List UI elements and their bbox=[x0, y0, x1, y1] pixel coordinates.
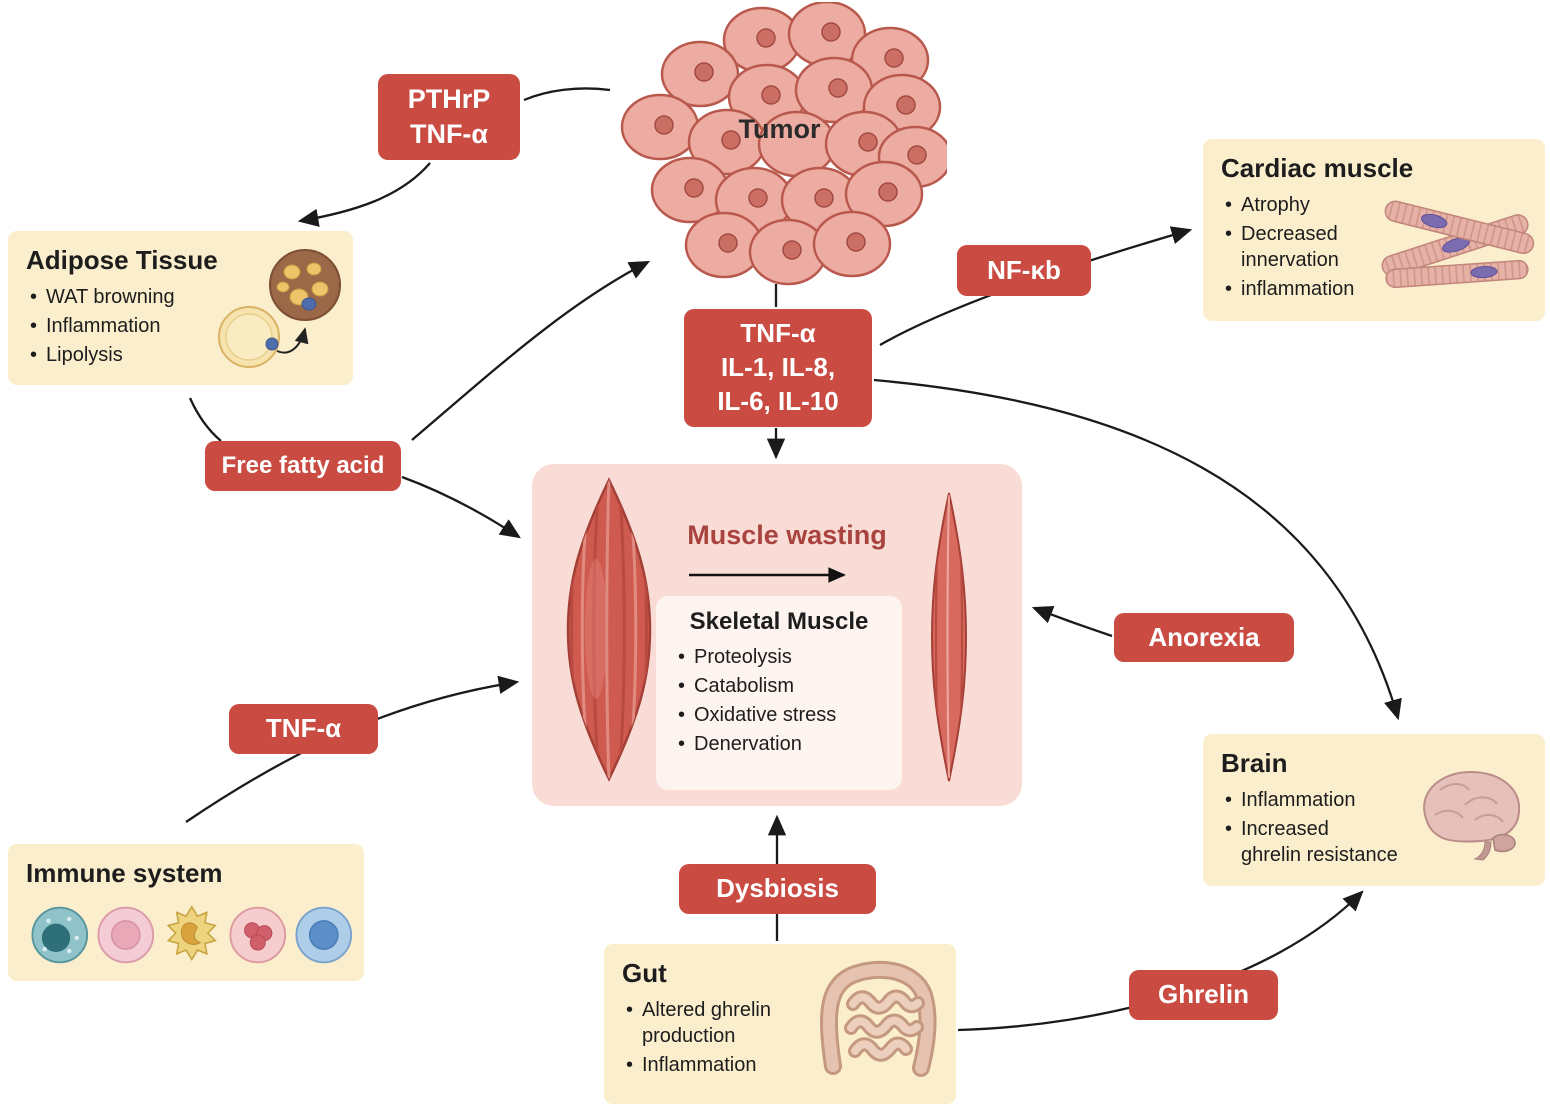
pthrp-tnfa-box: PTHrP TNF-α bbox=[378, 74, 520, 160]
tnfa-label: TNF-α bbox=[265, 713, 342, 744]
nfkb-box: NF-κb bbox=[957, 245, 1091, 296]
immune-title: Immune system bbox=[26, 858, 223, 888]
intestine-illustration bbox=[820, 960, 937, 1077]
adipocyte-illustration bbox=[218, 249, 341, 368]
skeletal-muscle-title: Skeletal Muscle bbox=[689, 608, 869, 635]
cytokines-line-1: TNF-α bbox=[740, 318, 816, 349]
brain-bullet: Increased ghrelin resistance bbox=[1221, 816, 1406, 868]
cardiac-bullet: Decreased innervation bbox=[1221, 221, 1381, 273]
brain-bullets: Inflammation Increased ghrelin resistanc… bbox=[1221, 787, 1406, 868]
adipose-bullet: WAT browning bbox=[26, 284, 335, 310]
arrow-ffa-to-muscle bbox=[401, 475, 521, 539]
brain-bullet: Inflammation bbox=[1221, 787, 1406, 813]
tumor-node: Tumor bbox=[612, 2, 947, 292]
tnfa-box: TNF-α bbox=[229, 704, 378, 754]
cytokines-line-2: IL-1, IL-8, bbox=[720, 352, 836, 383]
adipose-bullets: WAT browning Inflammation Lipolysis bbox=[26, 284, 335, 368]
arrow-tumor-to-pthrp bbox=[523, 87, 611, 102]
dysbiosis-label: Dysbiosis bbox=[716, 873, 839, 904]
cardiac-bullet: inflammation bbox=[1221, 276, 1381, 302]
cytokines-line-3: IL-6, IL-10 bbox=[717, 385, 839, 416]
muscle-wasting-panel: Muscle wasting Skeletal Muscle Proteolys… bbox=[532, 464, 1022, 806]
skeletal-bullet: Proteolysis bbox=[674, 644, 902, 670]
adipose-bullet: Lipolysis bbox=[26, 342, 335, 368]
gut-bullet: Altered ghrelin production bbox=[622, 997, 802, 1049]
tumor-label: Tumor bbox=[738, 114, 821, 144]
skeletal-muscle-box: Skeletal Muscle Proteolysis Catabolism O… bbox=[656, 596, 902, 790]
muscle-wasting-title: Muscle wasting bbox=[687, 520, 887, 550]
wasting-direction-arrow bbox=[689, 567, 846, 583]
ghrelin-label: Ghrelin bbox=[1157, 979, 1249, 1010]
pthrp-line: PTHrP bbox=[407, 83, 491, 114]
ghrelin-box: Ghrelin bbox=[1129, 970, 1278, 1020]
tumor-cells-illustration bbox=[620, 2, 947, 286]
gut-box: Gut Altered ghrelin production Inflammat… bbox=[604, 944, 956, 1104]
immune-cells-illustration bbox=[31, 905, 353, 964]
tnfa-line: TNF-α bbox=[409, 119, 489, 149]
arrow-anorexia-to-muscle bbox=[1031, 606, 1113, 638]
gut-bullets: Altered ghrelin production Inflammation bbox=[622, 997, 802, 1078]
cardiac-muscle-box: Cardiac muscle Atrophy Decreased innerva… bbox=[1203, 139, 1545, 321]
adipose-tissue-box: Adipose Tissue WAT browning Inflammation… bbox=[8, 231, 353, 385]
cardiac-fibers-illustration bbox=[1381, 200, 1535, 289]
arrow-pthrp-to-adipose bbox=[297, 162, 431, 227]
nfkb-label: NF-κb bbox=[987, 254, 1061, 285]
arrow-adipose-to-ffa bbox=[188, 397, 222, 442]
adipose-bullet: Inflammation bbox=[26, 313, 335, 339]
brain-illustration bbox=[1423, 770, 1521, 861]
free-fatty-acid-box: Free fatty acid bbox=[205, 441, 401, 491]
dysbiosis-box: Dysbiosis bbox=[679, 864, 876, 914]
skeletal-bullet: Denervation bbox=[674, 731, 902, 757]
cytokines-box: TNF-α IL-1, IL-8, IL-6, IL-10 bbox=[684, 309, 872, 427]
brain-title: Brain bbox=[1221, 748, 1288, 778]
healthy-muscle-illustration bbox=[566, 477, 652, 782]
gut-bullet: Inflammation bbox=[622, 1052, 802, 1078]
cardiac-bullet: Atrophy bbox=[1221, 192, 1381, 218]
brain-box: Brain Inflammation Increased ghrelin res… bbox=[1203, 734, 1545, 886]
skeletal-bullet: Oxidative stress bbox=[674, 702, 902, 728]
skeletal-bullet: Catabolism bbox=[674, 673, 902, 699]
anorexia-label: Anorexia bbox=[1148, 621, 1260, 652]
cardiac-title: Cardiac muscle bbox=[1221, 153, 1414, 183]
anorexia-box: Anorexia bbox=[1114, 613, 1294, 662]
adipose-title: Adipose Tissue bbox=[26, 245, 218, 275]
gut-title: Gut bbox=[622, 958, 667, 988]
skeletal-muscle-bullets: Proteolysis Catabolism Oxidative stress … bbox=[674, 644, 902, 757]
immune-system-box: Immune system bbox=[8, 844, 364, 981]
cardiac-bullets: Atrophy Decreased innervation inflammati… bbox=[1221, 192, 1381, 302]
atrophied-muscle-illustration bbox=[930, 492, 968, 782]
free-fatty-acid-label: Free fatty acid bbox=[221, 452, 385, 480]
